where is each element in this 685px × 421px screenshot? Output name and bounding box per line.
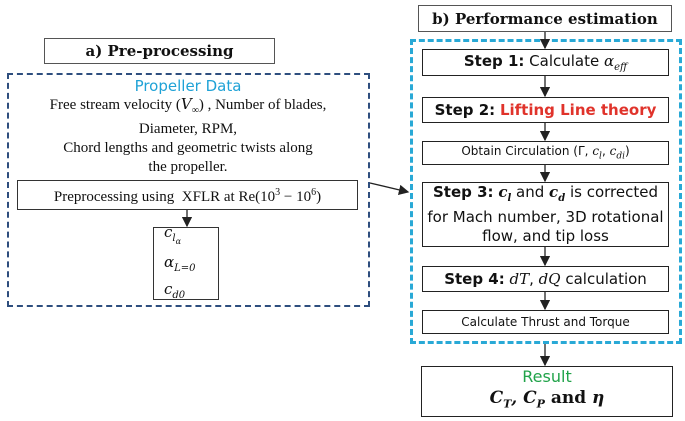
step4-box: Step 4: dT, dQ calculation <box>422 266 669 292</box>
airfoil-coefficients-box: clα αL=0 cd0 <box>153 223 219 301</box>
performance-heading: b) Performance estimation <box>418 5 672 32</box>
circulation-text: Obtain Circulation (Γ, cl, cdi) <box>461 144 630 162</box>
performance-heading-label: b) Performance estimation <box>432 9 658 28</box>
result-box: Result CT, CP and η <box>421 366 673 417</box>
propeller-data-line-4: the propeller. <box>148 159 228 175</box>
preprocessing-container <box>7 73 370 307</box>
step3-line-3: flow, and tip loss <box>482 227 609 245</box>
step3-box: Step 3: cl and cd is corrected for Mach … <box>422 182 669 247</box>
coef-zero-drag: cd0 <box>164 279 186 301</box>
propeller-data-block: Propeller Data Free stream velocity (V∞)… <box>12 77 364 175</box>
step3-line-1: Step 3: cl and cd is corrected <box>433 183 658 204</box>
xflr-preprocessing-box: Preprocessing using XFLR at Re(103 − 106… <box>17 180 358 210</box>
propeller-data-line-3: Chord lengths and geometric twists along <box>63 140 313 156</box>
propeller-data-line-2: Diameter, RPM, <box>138 121 238 137</box>
coef-zero-lift-angle: αL=0 <box>164 252 196 274</box>
lifting-line-label: Lifting Line theory <box>499 101 657 119</box>
xflr-preprocessing-text: Preprocessing using XFLR at Re(103 − 106… <box>53 187 322 205</box>
result-title: Result <box>522 367 572 387</box>
arrow-preprocessing-to-performance <box>369 182 410 195</box>
step3-line-2: for Mach number, 3D rotational <box>427 208 664 226</box>
step1-text: Step 1: Calculate αeff <box>463 52 628 73</box>
step2-box: Step 2: Lifting Line theory <box>422 97 669 123</box>
step1-box: Step 1: Calculate αeff <box>422 49 669 76</box>
circulation-box: Obtain Circulation (Γ, cl, cdi) <box>422 141 669 165</box>
result-values: CT, CP and η <box>489 388 605 411</box>
preprocessing-heading: a) Pre-processing <box>44 38 275 64</box>
propeller-data-title: Propeller Data <box>134 77 242 95</box>
propeller-data-line-1: Free stream velocity (V∞) , Number of bl… <box>49 95 327 116</box>
step4-text: Step 4: dT, dQ calculation <box>444 270 647 288</box>
step2-text: Step 2: Lifting Line theory <box>434 101 657 119</box>
thrust-torque-box: Calculate Thrust and Torque <box>422 310 669 334</box>
preprocessing-heading-label: a) Pre-processing <box>85 42 234 60</box>
coef-lift-slope: clα <box>164 222 182 246</box>
thrust-torque-text: Calculate Thrust and Torque <box>461 315 630 329</box>
